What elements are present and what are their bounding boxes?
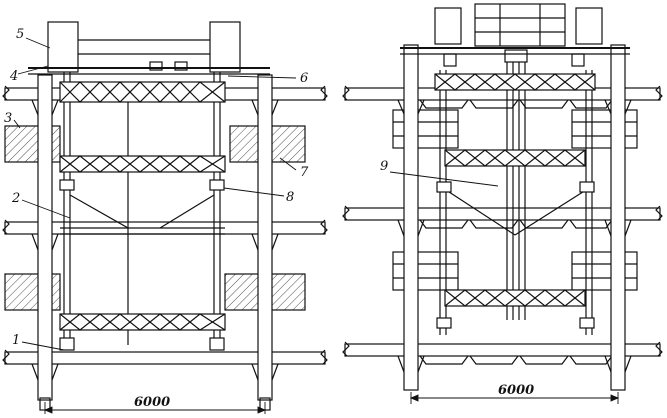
left-dimension-line [43, 402, 267, 414]
right-columns [397, 44, 632, 391]
callout-6: 6 [300, 71, 308, 86]
left-elevation-view [2, 21, 328, 414]
right-braces [445, 189, 587, 236]
left-braces [69, 194, 215, 229]
left-dimension-label: 6000 [134, 395, 170, 410]
left-leaders [13, 37, 297, 351]
callout-4: 4 [9, 69, 18, 84]
right-elevation-view [342, 3, 663, 404]
left-top-platform [28, 21, 270, 75]
right-callouts: 9 6000 [380, 159, 534, 398]
right-beams [392, 109, 638, 291]
callout-2: 2 [11, 191, 20, 206]
right-leaders [389, 171, 499, 187]
callout-5: 5 [16, 27, 24, 42]
left-jacks [59, 179, 225, 351]
left-callouts: 1 2 3 4 5 6 7 8 6000 [4, 27, 309, 410]
callout-9: 9 [380, 159, 388, 174]
right-dimension-line [409, 392, 620, 404]
left-frame-posts [63, 72, 221, 345]
right-floor-slabs [342, 85, 663, 365]
left-trusses [59, 81, 226, 331]
callout-8: 8 [286, 190, 294, 205]
right-jacks [436, 181, 595, 329]
right-dimension-label: 6000 [498, 383, 534, 398]
callout-7: 7 [300, 165, 309, 180]
callout-3: 3 [4, 111, 12, 126]
callout-1: 1 [12, 333, 20, 348]
left-columns [31, 74, 279, 411]
right-top-platform [400, 3, 630, 67]
right-trusses [434, 73, 596, 307]
